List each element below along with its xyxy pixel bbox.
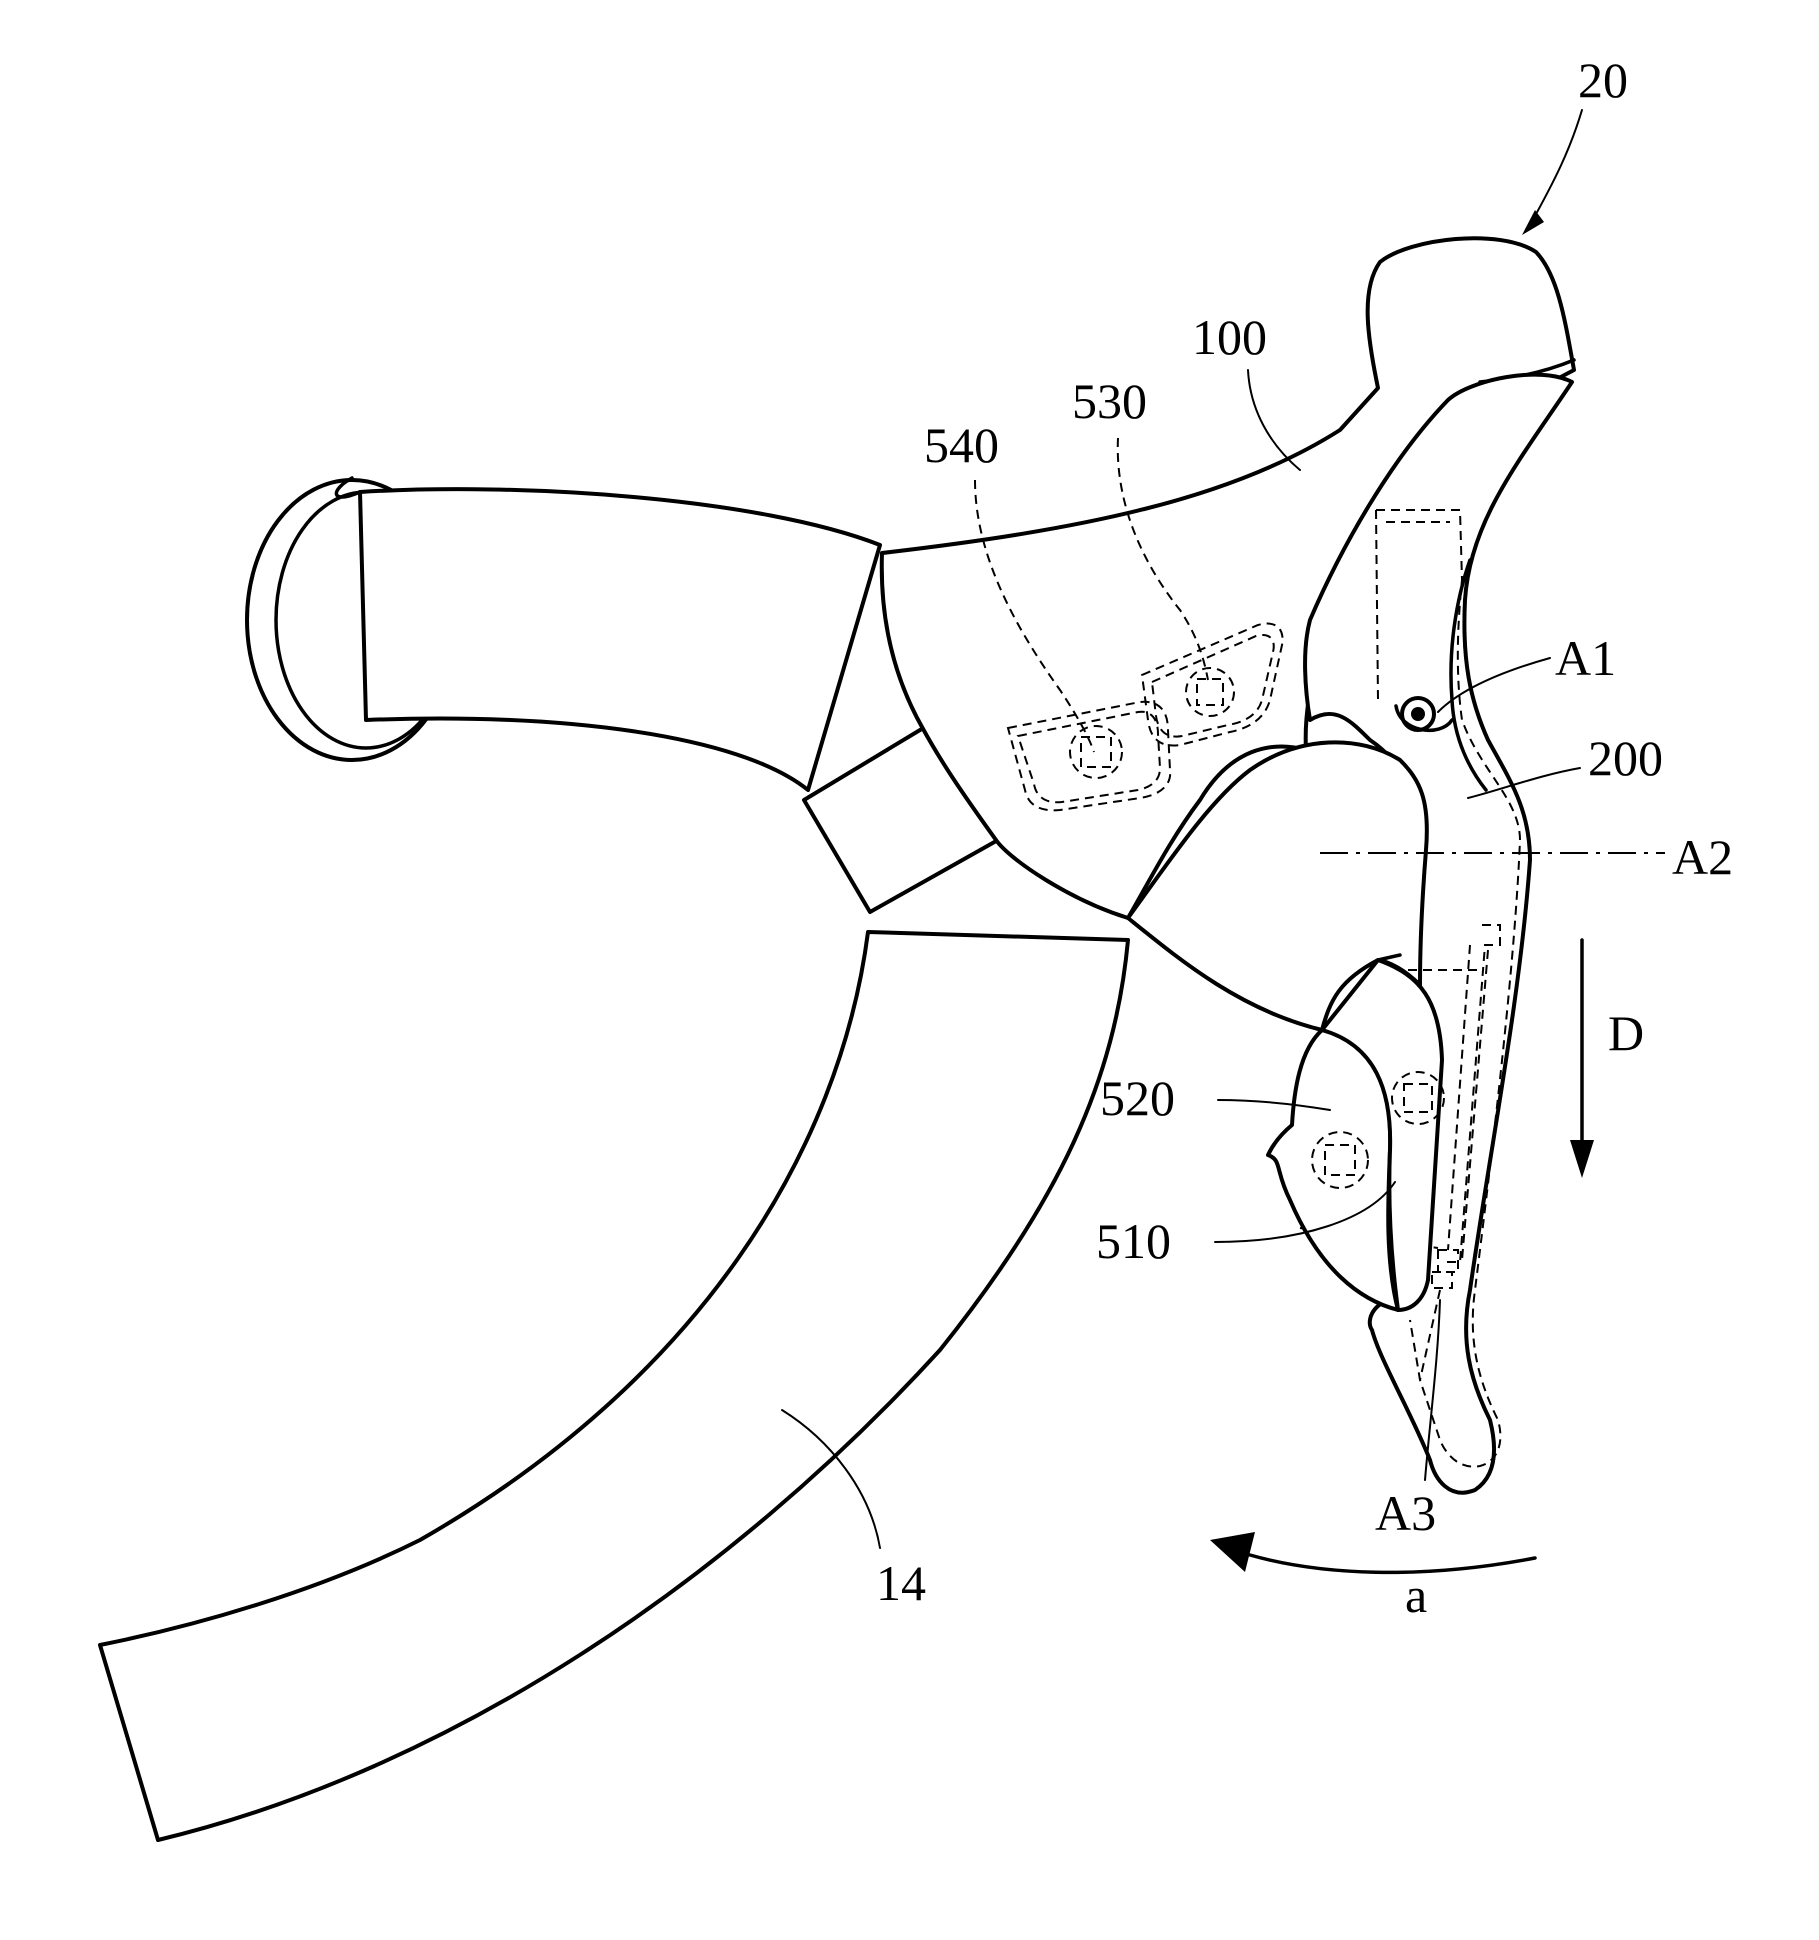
handlebar-drop [100, 932, 1128, 1840]
label-20: 20 [1578, 52, 1628, 108]
handlebar-loop [247, 478, 880, 790]
direction-d-arrow [1570, 940, 1594, 1178]
label-520: 520 [1100, 1070, 1175, 1126]
label-a3: A3 [1375, 1485, 1436, 1541]
label-a1: A1 [1555, 630, 1616, 686]
label-14: 14 [876, 1555, 926, 1611]
label-100: 100 [1192, 309, 1267, 365]
label-530: 530 [1072, 373, 1147, 429]
label-200: 200 [1588, 730, 1663, 786]
label-a2: A2 [1672, 829, 1733, 885]
label-a: a [1405, 1567, 1427, 1623]
label-d: D [1608, 1005, 1644, 1061]
label-510: 510 [1096, 1213, 1171, 1269]
rotation-a-arrow [1210, 1532, 1535, 1572]
label-540: 540 [924, 417, 999, 473]
